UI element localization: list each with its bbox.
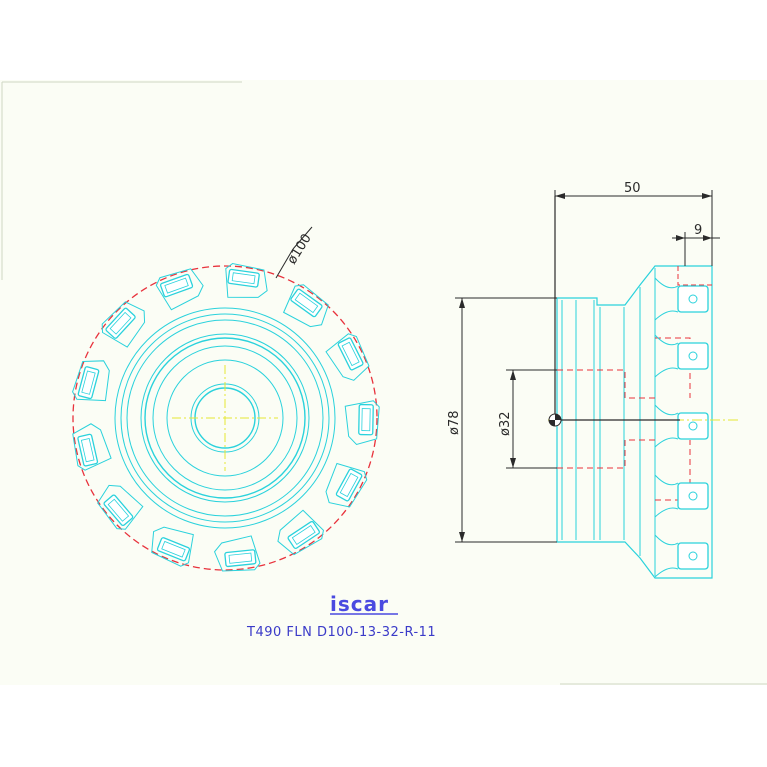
insert-2	[282, 284, 329, 328]
side-insert-4	[654, 474, 709, 518]
dim-body-arrow-bottom	[459, 532, 465, 542]
bore-diameter-label: ø32	[498, 412, 513, 437]
iscar-logo: iscar	[330, 592, 389, 616]
tool-designation: T490 FLN D100-13-32-R-11	[246, 625, 436, 640]
side-insert-1	[654, 277, 709, 321]
hidden-bore-bottom	[557, 439, 655, 469]
dim-body-arrow-top	[459, 298, 465, 308]
body-ring-6	[152, 345, 298, 491]
length-label: 50	[624, 181, 641, 196]
diameter-leader-shoulder	[292, 226, 313, 250]
side-insert-column	[654, 277, 709, 578]
insert-4	[344, 400, 380, 446]
insert-10	[72, 423, 112, 471]
insert-3	[325, 333, 370, 381]
side-insert-2	[654, 334, 709, 378]
body-ring-4	[140, 333, 310, 503]
body-diameter-label: ø78	[447, 411, 462, 436]
hidden-pocket-top	[655, 337, 691, 398]
diameter-leader	[275, 248, 294, 279]
insert-7	[213, 535, 261, 572]
insert-9	[97, 484, 144, 530]
insert-width-label: 9	[694, 223, 702, 238]
insert-ring	[72, 263, 380, 572]
hidden-shoulder	[677, 266, 712, 286]
insert-13	[155, 268, 204, 311]
dim-insert-arrow-right	[703, 235, 712, 241]
outer-diameter-circle	[72, 265, 378, 571]
dim-length-arrow-left	[555, 193, 565, 199]
insert-11	[72, 360, 110, 402]
side-insert-5	[654, 534, 709, 578]
dim-insert-arrow-left	[676, 235, 685, 241]
insert-1	[225, 263, 268, 298]
sheet-background	[0, 80, 767, 685]
body-ring-1	[114, 307, 336, 529]
insert-12	[101, 301, 146, 348]
body-ring-2	[120, 313, 330, 523]
insert-8	[151, 526, 194, 567]
hidden-bore-top	[557, 369, 655, 399]
dim-length-arrow-right	[702, 193, 712, 199]
dim-bore-arrow-bottom	[510, 458, 516, 468]
dim-bore-arrow-top	[510, 370, 516, 380]
body-ring-5	[144, 337, 306, 499]
spindle-reference-marker-fill	[549, 414, 561, 426]
body-outline	[556, 265, 713, 579]
insert-5	[325, 462, 368, 508]
body-ring-3	[126, 319, 324, 517]
side-view: 50 9 ø78 ø32	[447, 181, 740, 579]
insert-6	[277, 509, 324, 556]
body-ring-7	[166, 359, 284, 477]
